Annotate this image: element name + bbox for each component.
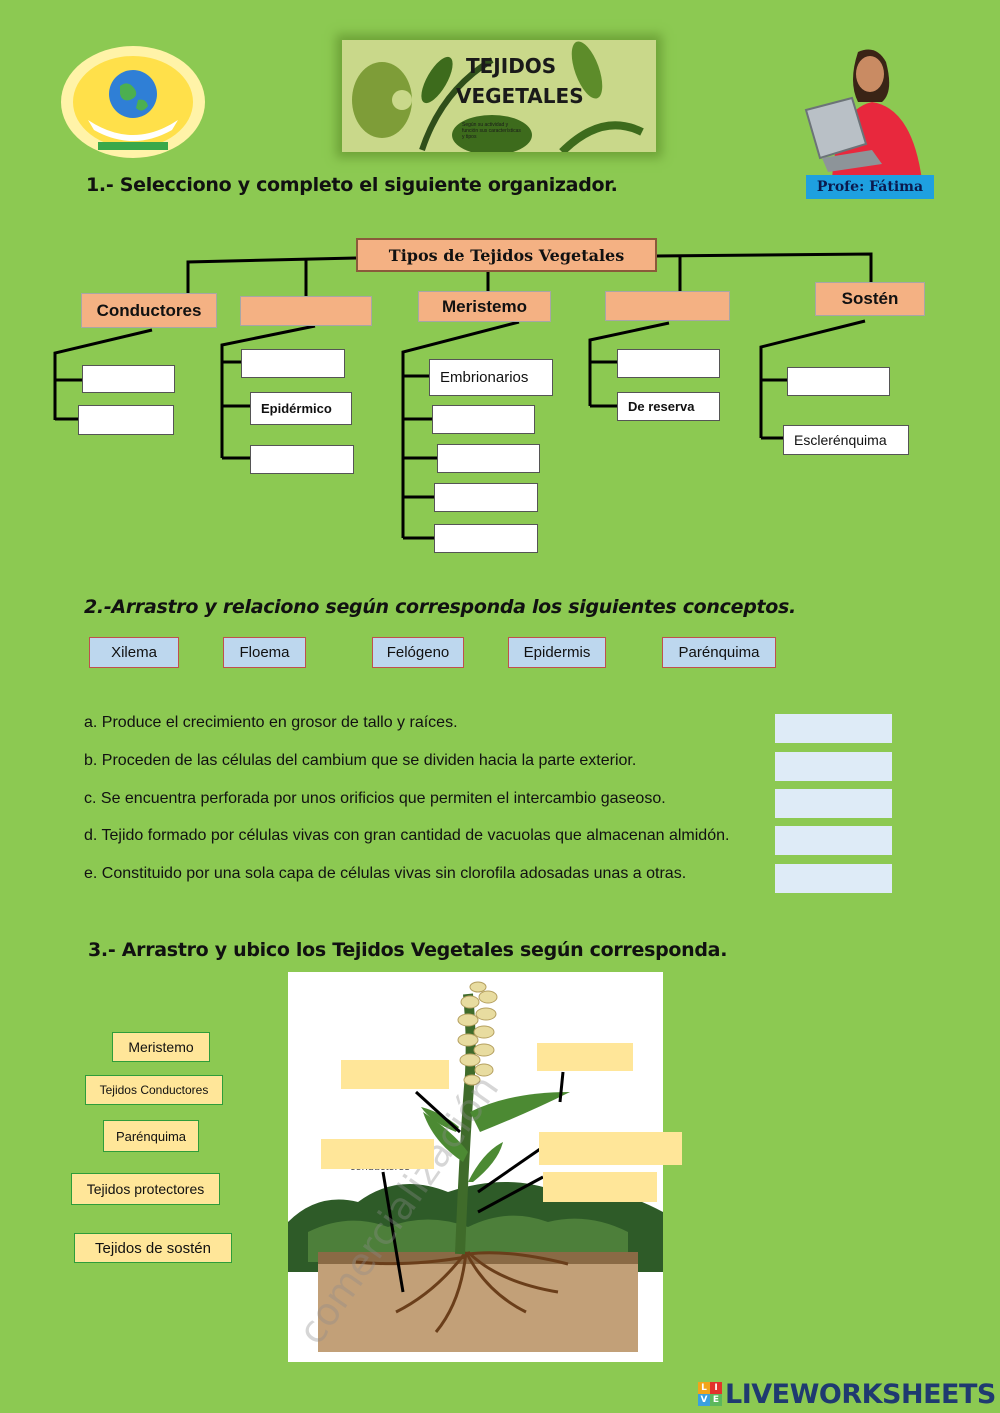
chip-felogeno[interactable]: Felógeno <box>372 637 464 668</box>
brand-text: LIVEWORKSHEETS <box>725 1378 996 1410</box>
teacher-label: Profe: Fátima <box>806 175 934 199</box>
category-blank-2[interactable] <box>605 291 730 321</box>
sentence-a: a. Produce el crecimiento en grosor de t… <box>84 714 458 731</box>
answer-box[interactable] <box>241 349 345 378</box>
answer-drop-c[interactable] <box>775 789 892 818</box>
answer-box[interactable] <box>437 444 540 473</box>
sentence-b: b. Proceden de las células del cambium q… <box>84 752 637 769</box>
drop-zone[interactable] <box>537 1043 633 1071</box>
live-icon: L I V E <box>698 1382 722 1406</box>
chip-floema[interactable]: Floema <box>223 637 306 668</box>
prefilled-epidermico: Epidérmico <box>250 392 352 425</box>
title-banner: TEJIDOS VEGETALES Según su actividad y f… <box>342 40 656 152</box>
teacher-photo <box>798 40 938 180</box>
tag-tejidos-conductores[interactable]: Tejidos Conductores <box>85 1075 223 1105</box>
category-sosten: Sostén <box>815 282 925 316</box>
chip-parenquima[interactable]: Parénquima <box>662 637 776 668</box>
category-blank-1[interactable] <box>240 296 372 326</box>
answer-drop-e[interactable] <box>775 864 892 893</box>
answer-box[interactable] <box>617 349 720 378</box>
chip-epidermis[interactable]: Epidermis <box>508 637 606 668</box>
section1-heading: 1.- Selecciono y completo el siguiente o… <box>86 174 618 196</box>
drop-zone[interactable] <box>539 1132 682 1165</box>
organizer-connectors <box>53 252 873 540</box>
answer-box[interactable] <box>250 445 354 474</box>
category-meristemo: Meristemo <box>418 291 551 322</box>
prefilled-embrionarios: Embrionarios <box>429 359 553 396</box>
answer-box[interactable] <box>787 367 890 396</box>
tag-tejidos-de-sosten[interactable]: Tejidos de sostén <box>74 1233 232 1263</box>
section3-heading: 3.- Arrastro y ubico los Tejidos Vegetal… <box>88 939 728 961</box>
tag-parenquima[interactable]: Parénquima <box>103 1120 199 1152</box>
answer-box[interactable] <box>434 483 538 512</box>
chip-xilema[interactable]: Xilema <box>89 637 179 668</box>
category-conductores: Conductores <box>81 293 217 328</box>
drop-zone[interactable] <box>543 1172 657 1202</box>
answer-box[interactable] <box>78 405 174 435</box>
drop-zone[interactable] <box>321 1139 434 1169</box>
prefilled-esclerenquima: Esclerénquima <box>783 425 909 455</box>
answer-box[interactable] <box>82 365 175 393</box>
section2-heading: 2.-Arrastro y relaciono según correspond… <box>84 596 796 618</box>
banner-title-line2: VEGETALES <box>456 84 584 108</box>
sentence-e: e. Constituido por una sola capa de célu… <box>84 865 687 882</box>
prefilled-de-reserva: De reserva <box>617 392 720 421</box>
sentence-c: c. Se encuentra perforada por unos orifi… <box>84 790 666 807</box>
tag-tejidos-protectores[interactable]: Tejidos protectores <box>71 1173 220 1205</box>
school-logo <box>58 42 208 160</box>
banner-title-line1: TEJIDOS <box>466 54 557 78</box>
answer-drop-d[interactable] <box>775 826 892 855</box>
liveworksheets-logo: L I V E LIVEWORKSHEETS <box>698 1378 996 1410</box>
banner-small-text: Según su actividad y función sus caracte… <box>462 122 521 140</box>
answer-drop-a[interactable] <box>775 714 892 743</box>
answer-box[interactable] <box>434 524 538 553</box>
answer-box[interactable] <box>432 405 535 434</box>
answer-drop-b[interactable] <box>775 752 892 781</box>
tag-meristemo[interactable]: Meristemo <box>112 1032 210 1062</box>
drop-zone[interactable] <box>341 1060 449 1089</box>
organizer-root: Tipos de Tejidos Vegetales <box>356 238 657 272</box>
sentence-d: d. Tejido formado por células vivas con … <box>84 827 730 844</box>
